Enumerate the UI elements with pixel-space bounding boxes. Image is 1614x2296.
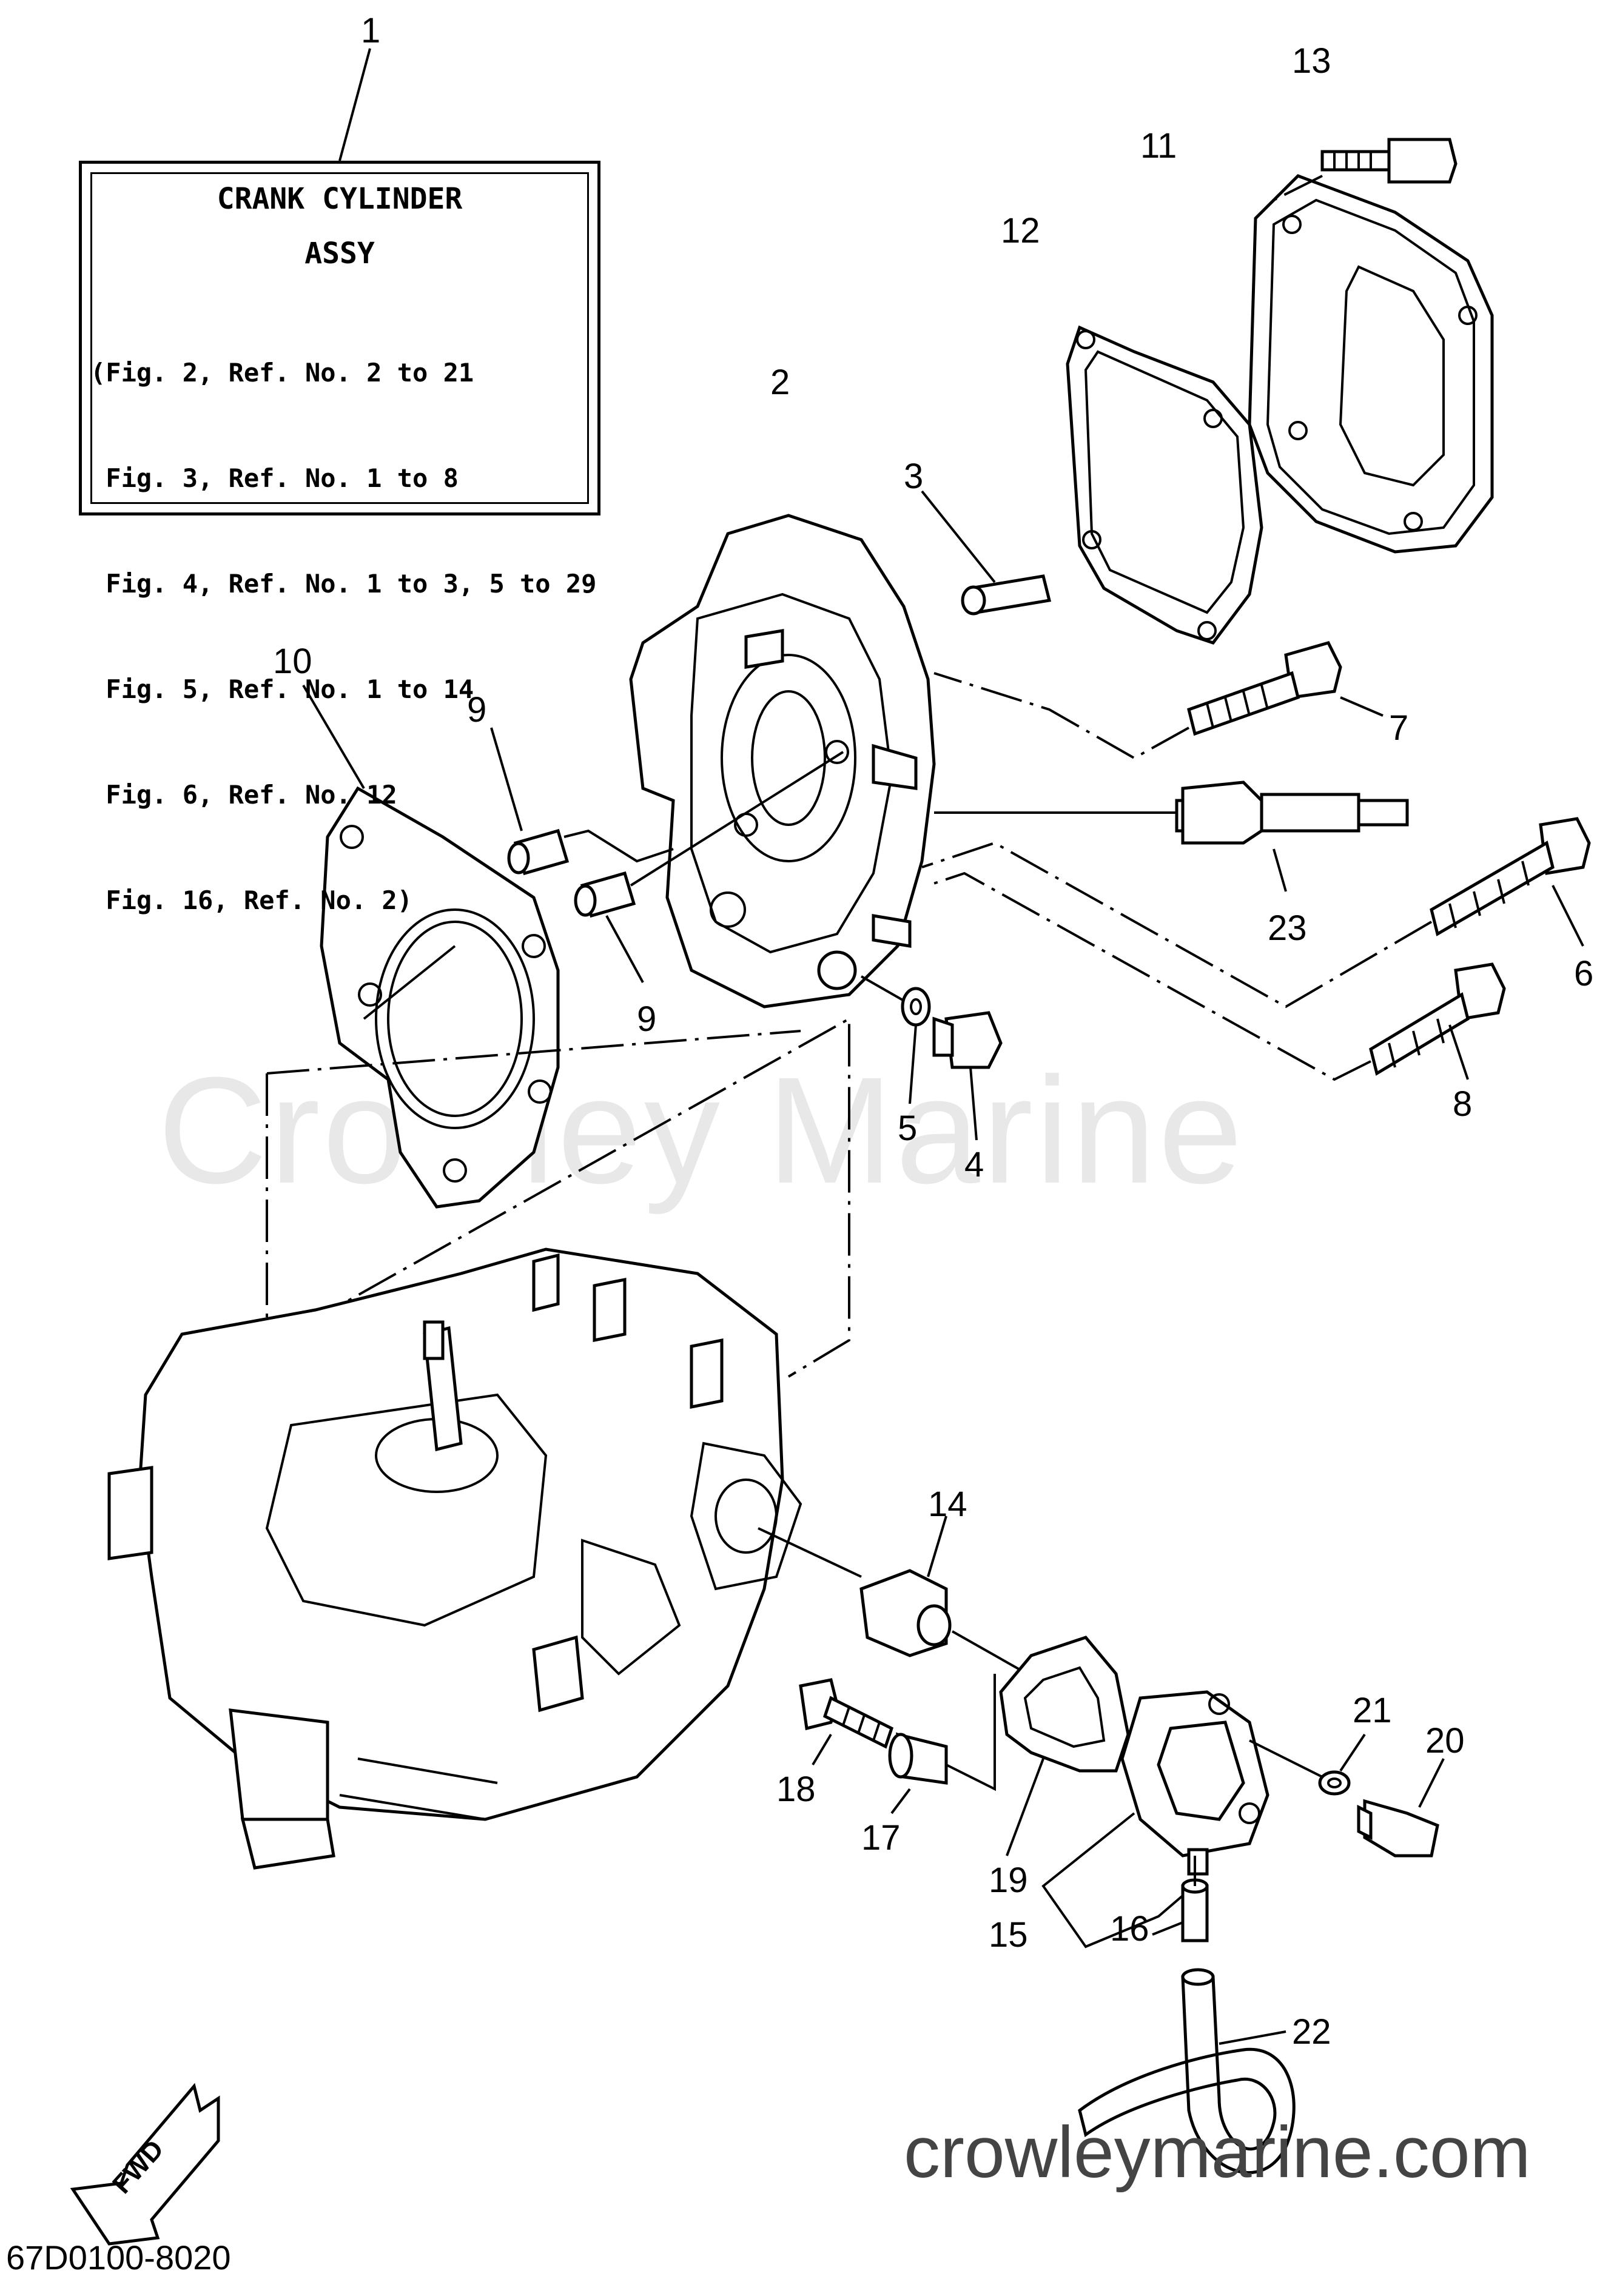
assembly-line-21 xyxy=(1249,1739,1323,1778)
leader-15 xyxy=(1041,1812,1202,1949)
leader-21 xyxy=(1339,1733,1366,1772)
dowel-part-3 xyxy=(961,574,1052,616)
callout-15: 15 xyxy=(989,1915,1028,1955)
callout-23: 23 xyxy=(1268,908,1307,948)
leader-17 xyxy=(890,1788,911,1814)
callout-9-lower: 9 xyxy=(637,999,656,1039)
leader-9-lower xyxy=(605,915,644,983)
gasket-part-10 xyxy=(320,786,560,1209)
bolt-part-18 xyxy=(799,1678,894,1749)
fwd-arrow-icon: FWD xyxy=(70,2083,220,2246)
callout-5: 5 xyxy=(898,1109,917,1148)
assembly-line-5 xyxy=(861,975,904,1002)
fitting-part-16 xyxy=(1181,1878,1209,1942)
reference-list: (Fig. 2, Ref. No. 2 to 21 Fig. 3, Ref. N… xyxy=(90,285,596,989)
reference-line: (Fig. 2, Ref. No. 2 to 21 xyxy=(90,358,474,388)
callout-11: 11 xyxy=(1140,126,1177,166)
washer-part-5 xyxy=(901,987,931,1027)
watermark-text: Crowley Marine xyxy=(158,1046,1245,1215)
washer-part-21 xyxy=(1318,1770,1351,1796)
gasket-part-12 xyxy=(1066,325,1263,645)
assembly-line-9 xyxy=(563,829,674,863)
bolt-part-20 xyxy=(1357,1799,1439,1858)
assembly-line-6 xyxy=(921,841,1433,1009)
callout-7: 7 xyxy=(1389,708,1408,748)
dowel-part-9-lower xyxy=(574,871,636,918)
leader-14 xyxy=(927,1516,947,1577)
reference-line: Fig. 3, Ref. No. 1 to 8 xyxy=(90,463,459,493)
leader-10 xyxy=(302,684,365,790)
assembly-line-17 xyxy=(946,1674,996,1791)
leader-9-upper xyxy=(490,727,523,831)
grommet-part-17 xyxy=(888,1732,948,1785)
leader-8 xyxy=(1448,1024,1469,1080)
leader-1 xyxy=(338,48,371,161)
callout-3: 3 xyxy=(904,457,923,496)
callout-18: 18 xyxy=(776,1770,816,1809)
assembly-line-10 xyxy=(363,945,456,1020)
leader-4 xyxy=(969,1067,978,1141)
callout-6: 6 xyxy=(1574,954,1593,993)
callout-21: 21 xyxy=(1353,1691,1392,1730)
leader-18 xyxy=(812,1733,832,1766)
reference-line: Fig. 16, Ref. No. 2) xyxy=(90,885,413,915)
leader-3 xyxy=(921,490,996,583)
leader-22 xyxy=(1219,2030,1286,2045)
assembly-outline-2 xyxy=(266,1030,801,1075)
reference-line: Fig. 6, Ref. No. 12 xyxy=(90,780,397,810)
gasket-part-19 xyxy=(999,1636,1130,1773)
callout-8: 8 xyxy=(1453,1084,1472,1124)
reference-line: Fig. 5, Ref. No. 1 to 14 xyxy=(90,674,474,704)
assembly-line-7 xyxy=(933,672,1189,760)
callout-17: 17 xyxy=(861,1818,901,1858)
hose-part-22 xyxy=(1078,1968,1296,2174)
leader-23 xyxy=(1273,848,1287,892)
spark-plug-part-23 xyxy=(1175,780,1409,845)
leader-6 xyxy=(1552,885,1584,947)
callout-16: 16 xyxy=(1110,1909,1149,1949)
callout-20: 20 xyxy=(1425,1721,1465,1761)
diagram-code: 67D0100-8020 xyxy=(6,2238,231,2277)
leader-19 xyxy=(1006,1758,1044,1856)
bolt-part-4 xyxy=(932,1011,1003,1069)
bolt-part-7 xyxy=(1187,641,1342,736)
callout-1: 1 xyxy=(361,11,380,50)
callout-19: 19 xyxy=(989,1861,1028,1900)
assembly-outline xyxy=(266,1016,850,1378)
assembly-line-8 xyxy=(927,871,1371,1081)
assembly-line-9b xyxy=(630,751,844,887)
leader-5 xyxy=(909,1024,917,1104)
callout-22: 22 xyxy=(1292,2012,1331,2052)
callout-12: 12 xyxy=(1001,211,1040,250)
bolt-part-13 xyxy=(1320,138,1458,184)
dowel-part-9-upper xyxy=(507,828,570,876)
reference-box: CRANK CYLINDER ASSY (Fig. 2, Ref. No. 2 … xyxy=(79,161,600,915)
crankcase-block xyxy=(107,1247,862,1870)
bolt-part-8 xyxy=(1369,962,1506,1076)
callout-4: 4 xyxy=(964,1145,984,1184)
leader-20 xyxy=(1418,1758,1445,1808)
leader-16 xyxy=(1152,1921,1183,1936)
thermostat-part-14 xyxy=(859,1569,952,1657)
cover-part-11 xyxy=(1248,174,1494,554)
callout-14: 14 xyxy=(928,1485,967,1524)
thermostat-cover-part-15 xyxy=(1120,1690,1269,1876)
callout-10: 10 xyxy=(273,642,312,681)
cylinder-head-part-2 xyxy=(629,514,936,1009)
leader-7 xyxy=(1340,696,1384,717)
reference-box-inner-border xyxy=(90,172,589,504)
bolt-part-6 xyxy=(1430,817,1591,936)
callout-13: 13 xyxy=(1292,41,1331,81)
reference-title-line-1: CRANK CYLINDER xyxy=(217,182,463,216)
reference-title-line-2: ASSY xyxy=(304,237,375,270)
reference-line: Fig. 4, Ref. No. 1 to 3, 5 to 29 xyxy=(90,569,597,599)
assembly-line-13 xyxy=(1273,175,1323,201)
callout-9-upper: 9 xyxy=(467,690,486,730)
website-label: crowleymarine.com xyxy=(904,2112,1531,2193)
callout-2: 2 xyxy=(770,363,790,402)
